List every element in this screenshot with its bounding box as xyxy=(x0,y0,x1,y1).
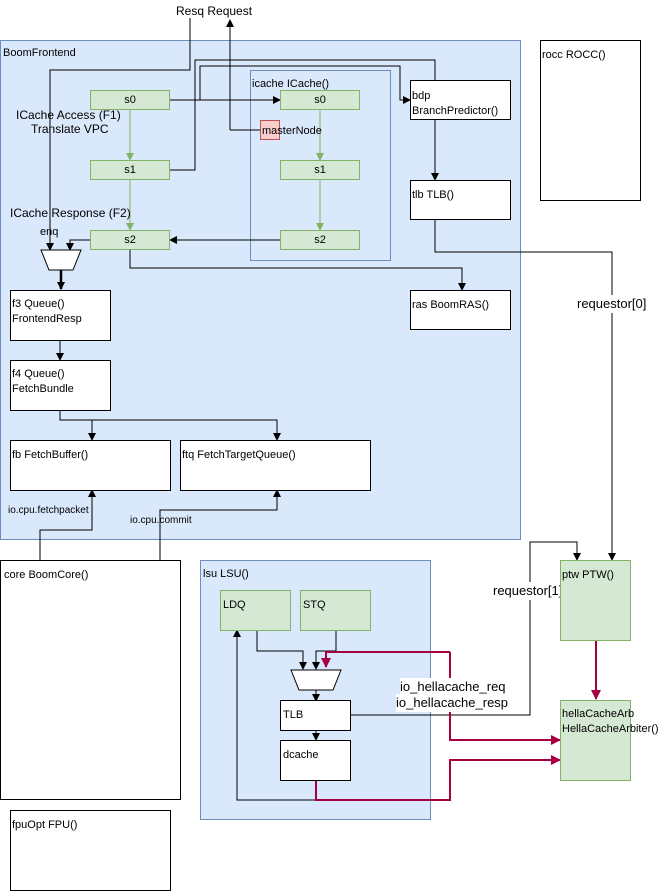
enq-label: enq xyxy=(40,226,59,238)
f4-label-line2: FetchBundle xyxy=(12,382,74,395)
f4-queue-box[interactable]: f4 Queue() FetchBundle xyxy=(10,360,111,411)
fetch-buffer-label: fb FetchBuffer() xyxy=(12,449,89,461)
f3-label-line2: FrontendResp xyxy=(12,312,82,325)
lsu-title: lsu LSU() xyxy=(203,568,249,580)
f4-label-line1: f4 Queue() xyxy=(12,368,65,380)
arbiter-label-line2: HellaCacheArbiter() xyxy=(562,722,659,735)
core-label: core BoomCore() xyxy=(4,569,89,581)
fetch-target-queue-box[interactable]: ftq FetchTargetQueue() xyxy=(180,440,371,491)
icache-stage-s1-label: s1 xyxy=(314,164,326,176)
dcache-box[interactable]: dcache xyxy=(280,740,351,781)
frontend-stage-s0-label: s0 xyxy=(124,94,136,106)
icache-stage-s2[interactable]: s2 xyxy=(280,230,360,250)
ptw-box[interactable]: ptw PTW() xyxy=(560,560,631,641)
frontend-mux xyxy=(40,249,82,271)
icache-title: icache ICache() xyxy=(252,78,330,90)
icache-stage-s2-label: s2 xyxy=(314,234,326,246)
translate-vpc-label: Translate VPC xyxy=(31,122,109,136)
fpu-box[interactable]: fpuOpt FPU() xyxy=(10,810,171,891)
lsu-tlb-box[interactable]: TLB xyxy=(280,700,351,731)
io-commit-label: io.cpu.commit xyxy=(130,515,192,526)
io-hellacache-req-label: io_hellacache_req xyxy=(400,678,506,696)
lsu-tlb-label: TLB xyxy=(283,709,304,721)
tlb-label: tlb TLB() xyxy=(412,189,454,201)
rocc-label: rocc ROCC() xyxy=(542,49,606,61)
arbiter-label-line1: hellaCacheArb xyxy=(562,708,635,720)
icache-stage-s0[interactable]: s0 xyxy=(280,90,360,110)
requestor1-label: requestor[1] xyxy=(493,582,563,600)
icache-stage-s1[interactable]: s1 xyxy=(280,160,360,180)
stq-label: STQ xyxy=(303,599,326,611)
stq-box[interactable]: STQ xyxy=(300,590,371,631)
frontend-stage-s0[interactable]: s0 xyxy=(90,90,170,110)
icache-access-label: ICache Access (F1) xyxy=(16,108,121,122)
pipeline-arrows xyxy=(126,110,324,231)
boom-frontend-title: BoomFrontend xyxy=(3,47,76,59)
master-node-label: masterNode xyxy=(262,125,322,137)
bdp-label-line1: bdp xyxy=(412,90,431,102)
ras-label: ras BoomRAS() xyxy=(412,299,490,311)
ptw-label: ptw PTW() xyxy=(562,569,614,581)
lsu-mux xyxy=(290,669,342,691)
black-connectors xyxy=(39,18,616,801)
dcache-label: dcache xyxy=(283,749,319,761)
hellacache-paths xyxy=(315,640,601,801)
fpu-label: fpuOpt FPU() xyxy=(12,819,78,831)
io-hellacache-resp-label: io_hellacache_resp xyxy=(396,694,509,712)
tlb-box[interactable]: tlb TLB() xyxy=(410,180,511,220)
rocc-box[interactable]: rocc ROCC() xyxy=(540,40,641,201)
icache-stage-s0-label: s0 xyxy=(314,94,326,106)
frontend-stage-s1-label: s1 xyxy=(124,164,136,176)
frontend-stage-s1[interactable]: s1 xyxy=(90,160,170,180)
f3-label-line1: f3 Queue() xyxy=(12,298,65,310)
io-fetchpacket-label: io.cpu.fetchpacket xyxy=(8,505,89,516)
f3-queue-box[interactable]: f3 Queue() FrontendResp xyxy=(10,290,111,341)
core-box[interactable]: core BoomCore() xyxy=(0,560,181,800)
ftq-label: ftq FetchTargetQueue() xyxy=(182,449,296,461)
bdp-label-line2: BranchPredictor() xyxy=(412,104,499,117)
frontend-stage-s2-label: s2 xyxy=(124,234,136,246)
requestor0-label: requestor[0] xyxy=(577,295,647,313)
ldq-box[interactable]: LDQ xyxy=(220,590,291,631)
ldq-label: LDQ xyxy=(223,599,246,611)
frontend-stage-s2[interactable]: s2 xyxy=(90,230,170,250)
icache-response-label: ICache Response (F2) xyxy=(10,206,131,220)
master-node[interactable] xyxy=(260,120,280,140)
fetch-buffer-box[interactable]: fb FetchBuffer() xyxy=(10,440,171,491)
resq-request-label: Resq Request xyxy=(176,4,253,18)
ras-box[interactable]: ras BoomRAS() xyxy=(410,290,511,330)
